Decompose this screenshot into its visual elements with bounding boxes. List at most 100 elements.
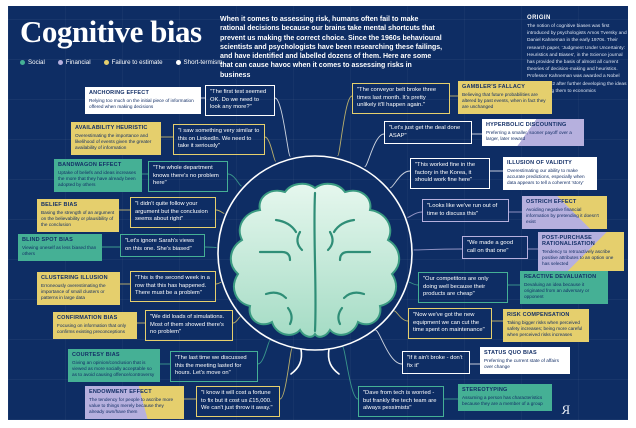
connector-curve [257, 339, 271, 365]
bias-desc: Assuming a person has characteristics be… [462, 394, 543, 406]
bias-title: BANDWAGON EFFECT [58, 162, 122, 168]
bias-title: RISK COMPENSATION [507, 312, 570, 318]
bias-desc: Devaluing an idea because it originated … [524, 281, 590, 299]
legend-item: Short-termism [175, 59, 223, 66]
quote-bubble-postpurchase: "We made a good call on that one" [462, 236, 528, 260]
connector-curve [408, 281, 419, 286]
bias-desc: Focusing on information that only confir… [57, 322, 127, 334]
financial-dot-icon [57, 60, 63, 65]
connector-curve [215, 281, 222, 285]
bias-desc: Giving an opinion/conclusion that is vie… [72, 359, 155, 377]
brain-illustration [217, 155, 413, 375]
connector-curve [342, 346, 359, 400]
estimate-dot-icon [103, 60, 109, 65]
legend: Social Financial Failure to estimate Short-… [20, 59, 222, 66]
bias-desc: Relying too much on the initial piece of… [89, 97, 194, 109]
bias-desc: Viewing oneself as less biased than othe… [22, 244, 97, 256]
quote-bubble-hyperbolic: "Let's just get the deal done ASAP" [384, 121, 472, 145]
quote-bubble-bandwagon: "The whole department knows there's no p… [148, 161, 228, 192]
bias-desc: Tendency to retroactively ascribe positi… [542, 248, 614, 266]
bias-title: OSTRICH EFFECT [526, 199, 577, 205]
connector-curve [232, 316, 241, 324]
quote-bubble-reactive: "Our competitors are only doing well bec… [418, 272, 508, 303]
connector-curve [337, 95, 353, 157]
legend-label: Short-termism [183, 59, 223, 66]
quote-bubble-gamblers: "The conveyor belt broke three times las… [352, 83, 450, 114]
intro-text: When it comes to assessing risk, humans … [220, 16, 443, 79]
origin-body: The notion of cognitive biases was first… [527, 24, 627, 94]
bias-title: POST-PURCHASE RATIONALISATION [542, 235, 595, 247]
bias-desc: Taking bigger risks when perceived safet… [507, 319, 583, 337]
quote-bubble-availability: "I saw something very similar to this on… [173, 124, 265, 155]
quote-bubble-anchoring: "The first test seemed OK. Do we need to… [205, 85, 275, 116]
bias-desc: Preferring the current state of affairs … [484, 357, 559, 369]
bias-desc: Erroneously overestimating the importanc… [41, 282, 106, 300]
bias-desc: Overestimating the importance and likeli… [75, 132, 152, 150]
connector-curve [407, 211, 423, 218]
legend-item: Failure to estimate [103, 59, 163, 66]
quote-bubble-confirmation: "We did loads of simulations. Most of th… [145, 310, 233, 341]
connector-curve [413, 248, 463, 251]
bias-title: HYPERBOLIC DISCOUNTING [486, 122, 567, 128]
connector-curve [375, 329, 403, 365]
bias-desc: Avoiding negative financial information … [526, 206, 599, 224]
legend-label: Social [28, 59, 45, 66]
bias-desc: Overestimating our ability to make accur… [507, 167, 585, 185]
bias-desc: The tendency for people to ascribe more … [89, 396, 174, 414]
bias-title: STATUS QUO BIAS [484, 350, 537, 356]
legend-label: Financial [65, 59, 91, 66]
quote-bubble-ostrich: "Looks like we've run out of time to dis… [422, 199, 509, 223]
quote-bubble-endowment: "I know it will cost a fortune to fix bu… [196, 386, 280, 417]
connector-curve [227, 173, 242, 187]
bias-title: CLUSTERING ILLUSION [41, 275, 108, 281]
connector-curve [389, 170, 411, 189]
quote-bubble-riskcomp: "Now we've got the new equipment we can … [408, 308, 492, 339]
quote-bubble-illusion: "This worked fine in the factory in the … [410, 158, 490, 189]
connector-curve [274, 97, 291, 157]
bias-title: ENDOWMENT EFFECT [89, 389, 152, 395]
connector-curve [264, 136, 276, 162]
quote-bubble-statusquo: "If it ain't broke - don't fix it" [402, 351, 470, 375]
origin-heading: ORIGIN [527, 15, 551, 21]
bias-title: COURTESY BIAS [72, 352, 120, 358]
bias-title: BLIND SPOT BIAS [22, 237, 73, 243]
bias-title: ILLUSION OF VALIDITY [507, 160, 573, 166]
bias-title: STEREOTYPING [462, 387, 508, 393]
bias-title: REACTIVE DEVALUATION [524, 274, 597, 280]
bias-title: GAMBLER'S FALLACY [462, 84, 526, 90]
short-dot-icon [175, 60, 181, 65]
legend-item: Social [20, 59, 45, 66]
quote-bubble-clustering: "This is the second week in a row that t… [130, 271, 216, 302]
bias-desc: Preferring a smaller, sooner payoff over… [486, 129, 572, 141]
origin-note: ORIGIN The notion of cognitive biases wa… [527, 15, 628, 95]
bias-title: ANCHORING EFFECT [89, 90, 150, 96]
bias-title: CONFIRMATION BIAS [57, 315, 118, 321]
bias-desc: Uptake of beliefs and ideas increases th… [58, 169, 136, 187]
connector-curve [279, 347, 293, 400]
bias-title: BELIEF BIAS [41, 202, 78, 208]
social-dot-icon [20, 60, 25, 65]
connector-curve [394, 310, 409, 322]
quote-bubble-courtesy: "The last time we discussed this the mee… [170, 351, 258, 382]
raconteur-logo: RACONTEUR [561, 402, 628, 420]
head-outline [217, 155, 413, 375]
logo-text: ACONTEUR [561, 418, 628, 420]
legend-item: Financial [57, 59, 91, 66]
quote-bubble-belief: "I didn't quite follow your argument but… [130, 197, 216, 228]
brain-icon [230, 182, 400, 338]
